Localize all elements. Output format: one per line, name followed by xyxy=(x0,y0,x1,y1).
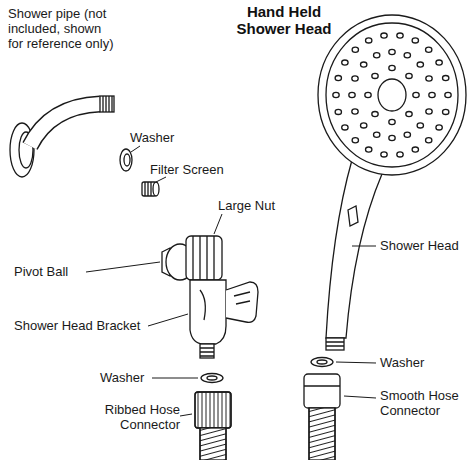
nozzle xyxy=(365,92,371,97)
nozzle xyxy=(374,53,380,58)
nozzle xyxy=(352,76,358,81)
nozzle xyxy=(361,123,367,128)
nozzle xyxy=(436,60,442,65)
nozzle xyxy=(389,49,395,54)
nozzle xyxy=(352,47,358,52)
diagram-title: Hand Held Shower Head xyxy=(232,3,336,37)
nozzle xyxy=(374,132,380,137)
part-label: Pivot Ball xyxy=(14,264,86,279)
nozzle xyxy=(397,152,403,157)
nozzle xyxy=(342,125,348,130)
nozzle xyxy=(333,92,339,97)
nozzle xyxy=(381,33,387,38)
nozzle xyxy=(406,112,412,117)
nozzle xyxy=(406,73,412,78)
part-label: Washer xyxy=(130,130,190,145)
nozzle xyxy=(366,147,372,152)
nozzle xyxy=(389,135,395,140)
nozzle xyxy=(352,138,358,143)
nozzle xyxy=(417,62,423,67)
nozzle xyxy=(404,53,410,58)
part-label: Shower Head xyxy=(380,238,470,253)
nozzle xyxy=(352,109,358,114)
nozzle xyxy=(397,33,403,38)
nozzle xyxy=(426,138,432,143)
nozzle xyxy=(349,92,355,97)
part-label: Large Nut xyxy=(218,198,298,213)
part-label: Shower Head Bracket xyxy=(14,318,148,333)
nozzle xyxy=(361,62,367,67)
part-label: Washer xyxy=(100,370,152,385)
nozzle xyxy=(389,65,395,70)
nozzle xyxy=(429,92,435,97)
nozzle xyxy=(389,119,395,124)
nozzle xyxy=(366,38,372,43)
nozzle xyxy=(412,38,418,43)
nozzle xyxy=(445,92,451,97)
part-label: Filter Screen xyxy=(150,162,240,177)
nozzle xyxy=(417,123,423,128)
nozzle xyxy=(404,132,410,137)
nozzle xyxy=(426,109,432,114)
nozzle xyxy=(413,92,419,97)
nozzle xyxy=(443,109,449,114)
nozzle xyxy=(426,76,432,81)
part-label: Smooth Hose Connector xyxy=(380,388,466,418)
nozzle xyxy=(372,73,378,78)
nozzle xyxy=(381,152,387,157)
nozzle xyxy=(443,76,449,81)
nozzle xyxy=(335,76,341,81)
nozzle xyxy=(342,60,348,65)
nozzle xyxy=(426,47,432,52)
part-label: Ribbed Hose Connector xyxy=(96,402,180,432)
nozzle xyxy=(335,109,341,114)
nozzle xyxy=(412,147,418,152)
part-label: Washer xyxy=(380,355,440,370)
nozzle xyxy=(372,112,378,117)
part-label: Shower pipe (not included, shown for ref… xyxy=(8,6,116,51)
nozzle xyxy=(436,125,442,130)
